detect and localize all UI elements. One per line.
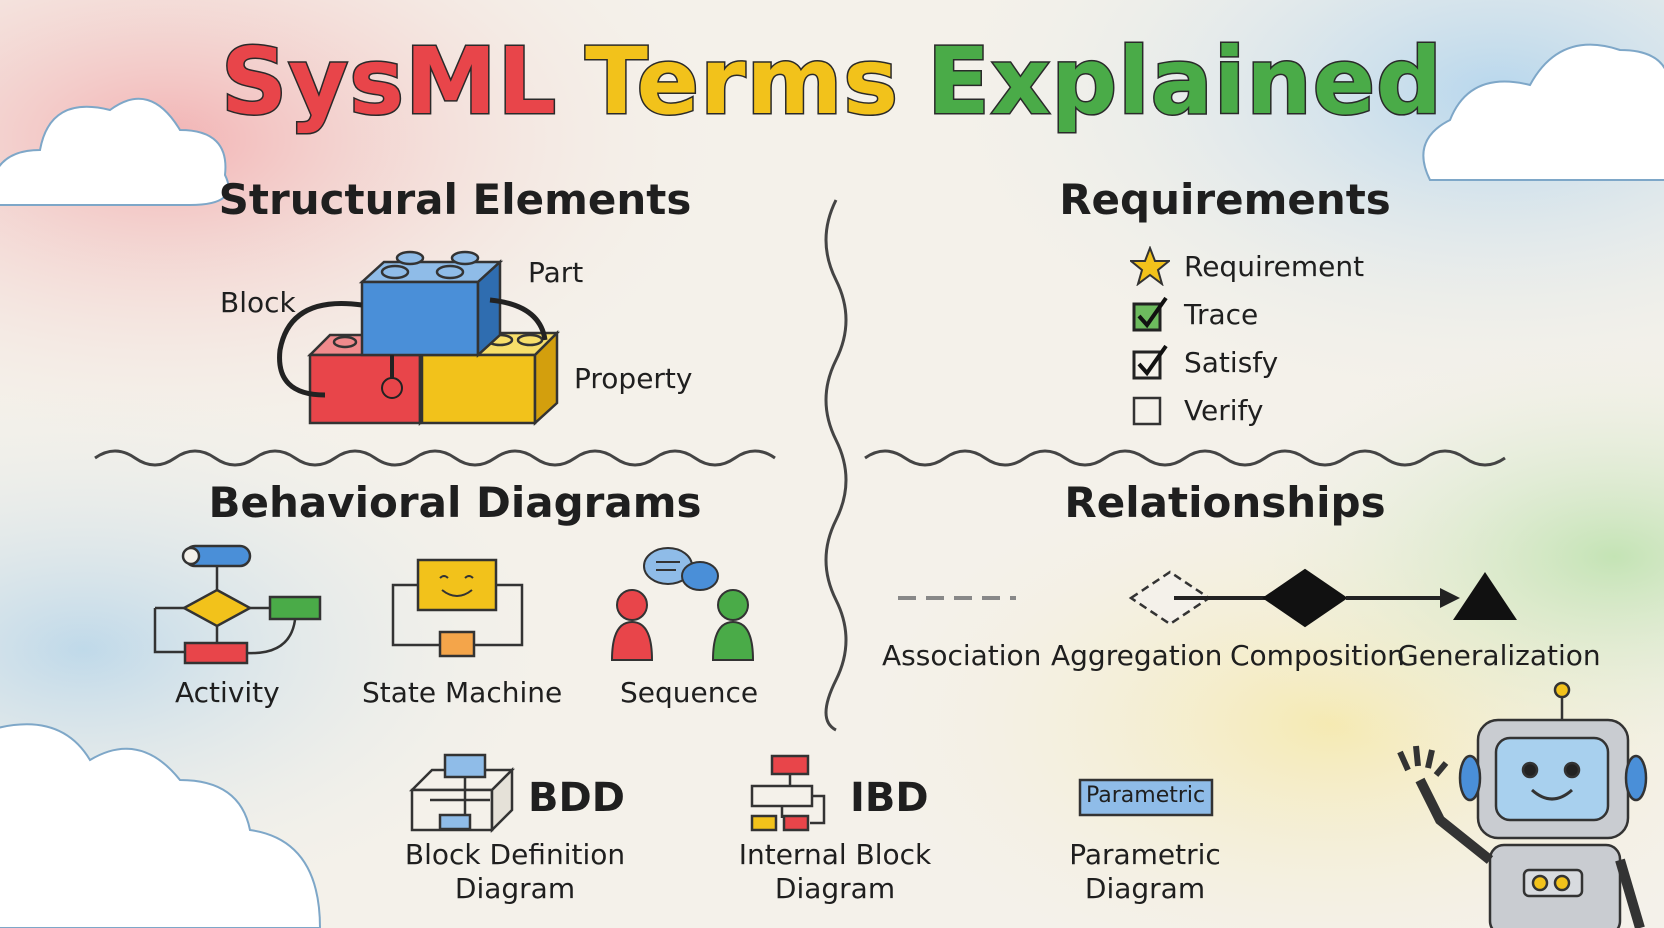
title-word-explained: Explained [926, 27, 1444, 137]
activity-diagram-icon [153, 544, 322, 665]
property-label: Property [574, 362, 693, 395]
req-label-trace: Trace [1184, 297, 1259, 331]
ibd-abbr: IBD [850, 775, 929, 821]
blue-block [332, 250, 504, 358]
generalization-triangle [1453, 572, 1517, 620]
ibd-caption: Internal Block Diagram [720, 838, 950, 906]
part-label: Part [528, 256, 584, 289]
cloud-top-left [0, 97, 230, 206]
req-item-trace: Trace [1130, 294, 1258, 334]
bdd-icon [408, 753, 516, 834]
state-machine-label: State Machine [362, 676, 563, 709]
state-machine-icon [391, 558, 524, 658]
bdd-caption-line1: Block Definition [404, 838, 626, 871]
checked-box-icon [1132, 344, 1168, 380]
block-label: Block [220, 286, 296, 319]
bdd-abbr: BDD [528, 775, 625, 821]
req-item-verify: Verify [1130, 390, 1263, 430]
ibd-caption-line2: Diagram [774, 872, 896, 905]
ibd-caption-line1: Internal Block [738, 838, 932, 871]
behavioral-heading: Behavioral Diagrams [208, 478, 702, 527]
req-label-satisfy: Satisfy [1184, 345, 1279, 379]
parametric-caption-line1: Parametric [1069, 838, 1221, 871]
aggregation-label: Aggregation [1051, 639, 1223, 672]
activity-label: Activity [175, 676, 280, 709]
req-item-requirement: Requirement [1130, 246, 1364, 286]
sequence-icon [610, 547, 755, 661]
generalization-label: Generalization [1397, 639, 1601, 672]
req-label-requirement: Requirement [1184, 249, 1365, 283]
association-label: Association [882, 639, 1042, 672]
bdd-caption: Block Definition Diagram [400, 838, 630, 906]
bdd-caption-line2: Diagram [454, 872, 576, 905]
ibd-icon [750, 754, 826, 832]
parametric-caption-line2: Diagram [1084, 872, 1206, 905]
parametric-icon [1078, 778, 1214, 817]
star-icon [1130, 246, 1170, 286]
relationships-heading: Relationships [1064, 478, 1386, 527]
parametric-tag: Parametric [1086, 783, 1206, 808]
sequence-label: Sequence [620, 676, 759, 709]
checked-box-icon [1132, 296, 1168, 332]
cloud-top-right [1422, 43, 1664, 181]
title-word-sysml: SysML [219, 27, 558, 137]
cloud-bottom-left [0, 723, 322, 928]
parametric-caption: Parametric Diagram [1040, 838, 1250, 906]
req-item-satisfy: Satisfy [1130, 342, 1278, 382]
composition-label: Composition [1230, 639, 1405, 672]
structural-heading: Structural Elements [218, 175, 692, 224]
title-word-terms: Terms [584, 27, 900, 137]
requirements-heading: Requirements [1059, 175, 1391, 224]
req-label-verify: Verify [1184, 393, 1264, 427]
empty-box-icon [1132, 396, 1162, 426]
